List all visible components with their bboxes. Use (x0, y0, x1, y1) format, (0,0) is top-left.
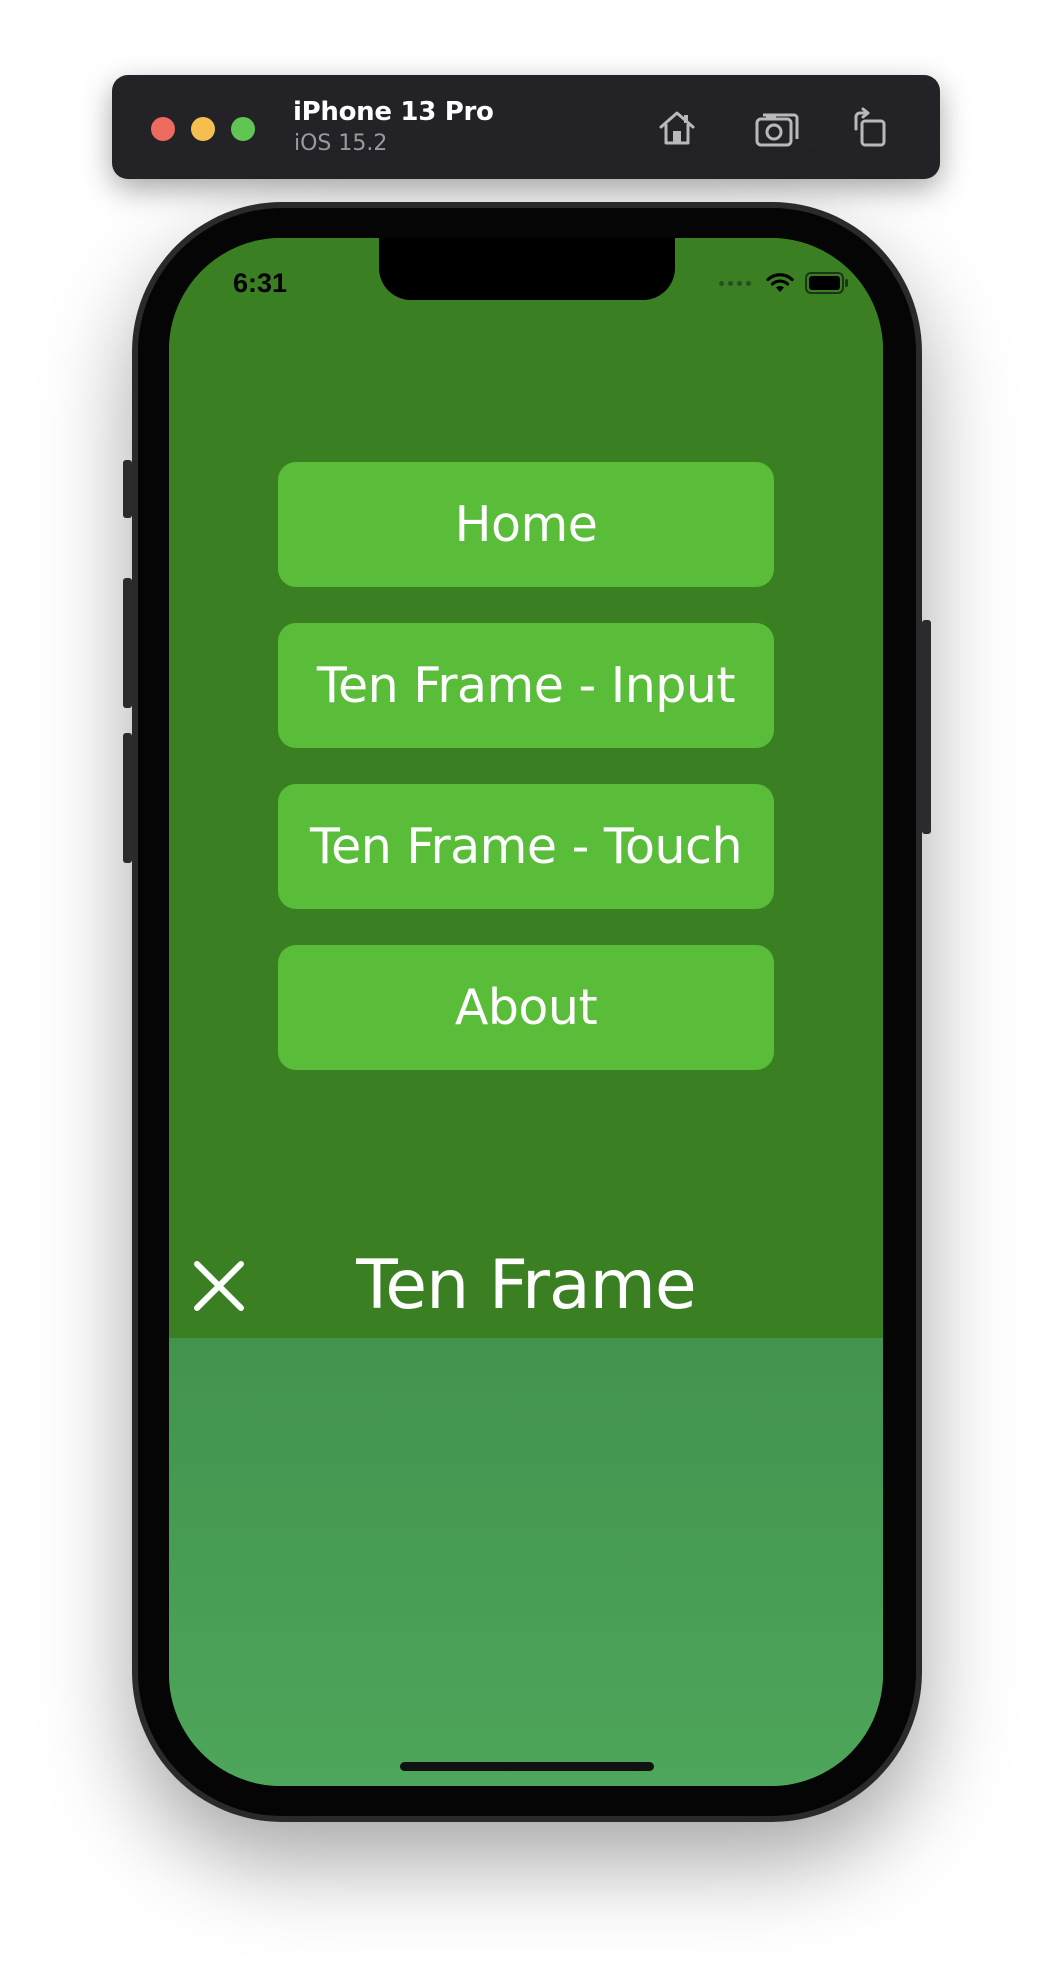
menu-item-home[interactable]: Home (278, 462, 774, 587)
power-button (922, 620, 931, 834)
simulator-toolbar: iPhone 13 Pro iOS 15.2 (112, 75, 940, 179)
side-menu: 6:31 Home Ten Frame - Input Ten Frame - … (169, 238, 883, 1338)
home-icon[interactable] (652, 103, 702, 153)
volume-up-button (123, 578, 132, 708)
menu-item-about[interactable]: About (278, 945, 774, 1070)
close-window-button[interactable] (151, 117, 175, 141)
os-version: iOS 15.2 (294, 131, 388, 156)
mute-switch (123, 460, 132, 518)
minimize-window-button[interactable] (191, 117, 215, 141)
status-time: 6:31 (233, 268, 288, 298)
phone-screen: 6:31 Home Ten Frame - Input Ten Frame - … (169, 238, 883, 1786)
wifi-icon (766, 273, 794, 292)
signal-icon (719, 280, 751, 286)
device-name: iPhone 13 Pro (293, 97, 494, 127)
screenshot-icon[interactable] (752, 103, 802, 153)
home-indicator[interactable] (400, 1762, 654, 1771)
page-title: Ten Frame (356, 1246, 696, 1325)
zoom-window-button[interactable] (231, 117, 255, 141)
volume-down-button (123, 733, 132, 863)
rotate-icon[interactable] (844, 103, 894, 153)
menu-item-ten-frame-touch[interactable]: Ten Frame - Touch (278, 784, 774, 909)
main-content (169, 1338, 883, 1786)
notch (379, 238, 675, 300)
status-icons (719, 272, 849, 294)
battery-icon (805, 272, 848, 294)
close-icon[interactable] (189, 1256, 249, 1316)
menu-item-ten-frame-input[interactable]: Ten Frame - Input (278, 623, 774, 748)
